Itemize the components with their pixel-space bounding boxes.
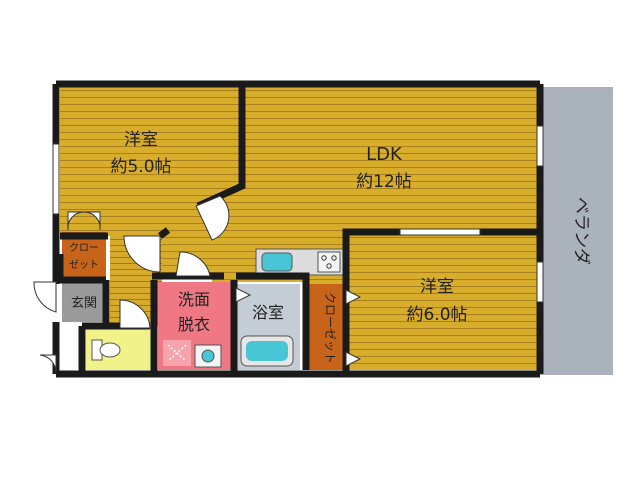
entrance-label: 玄関 (71, 296, 97, 311)
wood-floor (60, 87, 540, 370)
door-swing-icon (195, 195, 230, 241)
closet-2 (306, 284, 346, 370)
room-label-western-1: 洋室 (124, 130, 158, 150)
bathroom-label: 浴室 (252, 303, 284, 322)
door-swing-icon (119, 299, 151, 329)
kitchen-sink-icon (261, 252, 293, 272)
room-label-ldk: LDK (366, 144, 403, 165)
closet-1 (62, 232, 106, 278)
closet-door-icon (235, 287, 252, 303)
entrance (62, 282, 106, 322)
room-size-ldk: 約12帖 (356, 172, 412, 192)
door-swing-icon (67, 211, 85, 231)
closet-door-icon (345, 351, 362, 367)
toilet-icon (91, 339, 121, 361)
room-size-western-2: 約6.0帖 (406, 305, 467, 325)
washroom-label: 洗面 (178, 290, 210, 309)
washroom-label-2: 脱衣 (178, 315, 210, 334)
closet-1-label-2: ゼット (69, 259, 99, 271)
room-label-western-2: 洋室 (420, 277, 454, 297)
closet-2-label: クローゼット (323, 292, 337, 364)
door-swing-icon (83, 211, 101, 231)
washing-machine-spot-icon (163, 340, 191, 366)
doors (33, 195, 362, 373)
door-swing-icon (175, 251, 211, 277)
stove-icon (317, 251, 341, 273)
room-size-western-1: 約5.0帖 (110, 157, 171, 177)
balcony-label: ベランダ (571, 197, 591, 265)
door-swing-icon (33, 281, 57, 313)
door-swing-icon (39, 354, 57, 373)
door-swing-icon (123, 235, 161, 273)
closet-1-label: クロー (69, 242, 99, 254)
balcony (540, 87, 613, 375)
closet-door-icon (345, 289, 362, 305)
windows (52, 125, 544, 303)
